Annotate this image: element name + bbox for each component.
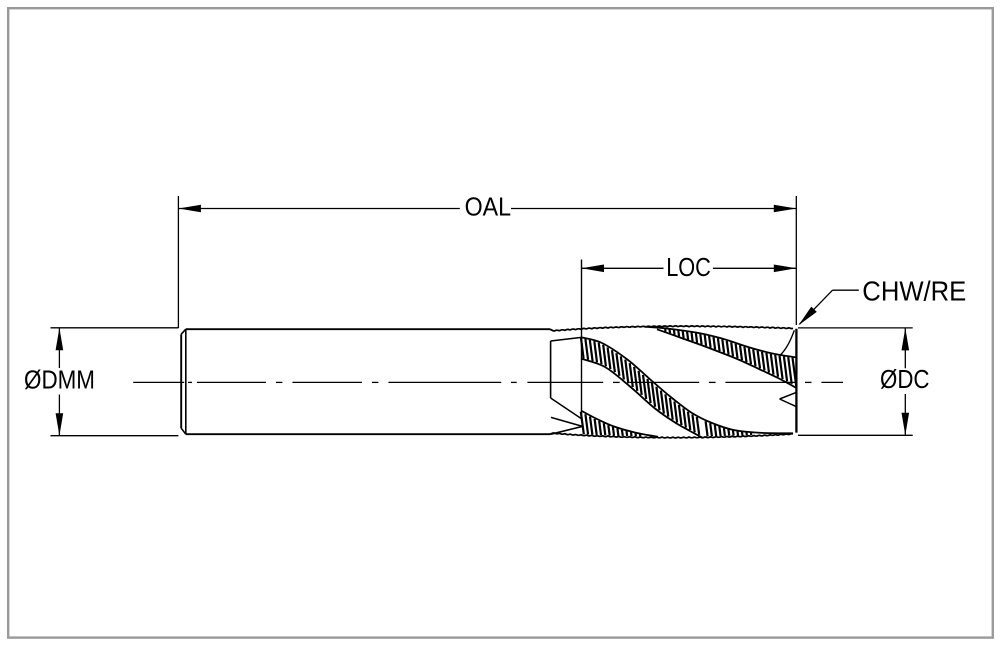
svg-text:LOC: LOC (666, 252, 711, 282)
svg-text:OAL: OAL (465, 191, 512, 221)
svg-text:ØDC: ØDC (880, 364, 930, 394)
svg-text:CHW/RE: CHW/RE (862, 276, 966, 307)
svg-text:ØDMM: ØDMM (24, 364, 95, 394)
